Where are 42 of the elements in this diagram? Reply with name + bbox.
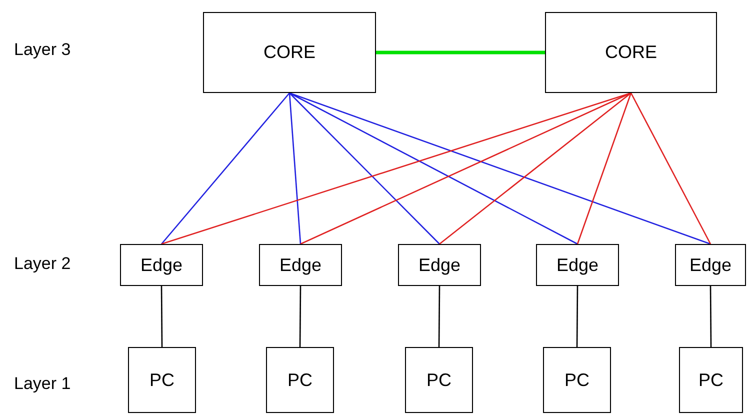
connector-line (289, 92, 440, 244)
connector-line (160, 286, 163, 347)
network-node-box (398, 244, 481, 286)
node-label: CORE (604, 42, 657, 63)
connector-line (576, 286, 578, 347)
network-node-box (259, 244, 342, 286)
network-node-box (405, 347, 473, 413)
layer-label: Layer 3 (14, 40, 71, 60)
layer-label: Layer 2 (14, 254, 71, 274)
connector-line (288, 92, 302, 244)
node-label: Edge (556, 254, 599, 276)
node-label: Edge (418, 254, 461, 276)
node-label: PC (698, 370, 724, 390)
connector-line (299, 286, 302, 347)
network-node-box (128, 347, 196, 413)
connector-line (576, 92, 632, 244)
connector-line (289, 92, 578, 245)
connector-line (438, 286, 440, 347)
node-label: Edge (279, 254, 322, 276)
node-label: CORE (263, 42, 316, 63)
connector-line (161, 92, 632, 245)
layer-label: Layer 1 (14, 374, 71, 394)
network-node-box (679, 347, 743, 413)
node-label: PC (426, 370, 452, 390)
network-node-box (545, 12, 717, 93)
node-label: PC (564, 370, 590, 390)
connector-line (710, 286, 712, 347)
connector-line (439, 92, 632, 245)
network-node-box (266, 347, 334, 413)
network-node-box (536, 244, 619, 286)
connector-line (376, 50, 545, 54)
network-node-box (675, 244, 746, 286)
connector-line (161, 92, 290, 244)
connector-line (289, 92, 711, 245)
connector-line (630, 92, 712, 244)
node-label: Edge (140, 254, 183, 276)
node-label: PC (149, 370, 174, 390)
network-node-box (120, 244, 203, 286)
node-label: Edge (689, 254, 732, 276)
network-node-box (203, 12, 376, 93)
node-label: PC (287, 370, 312, 390)
network-node-box (543, 347, 611, 413)
